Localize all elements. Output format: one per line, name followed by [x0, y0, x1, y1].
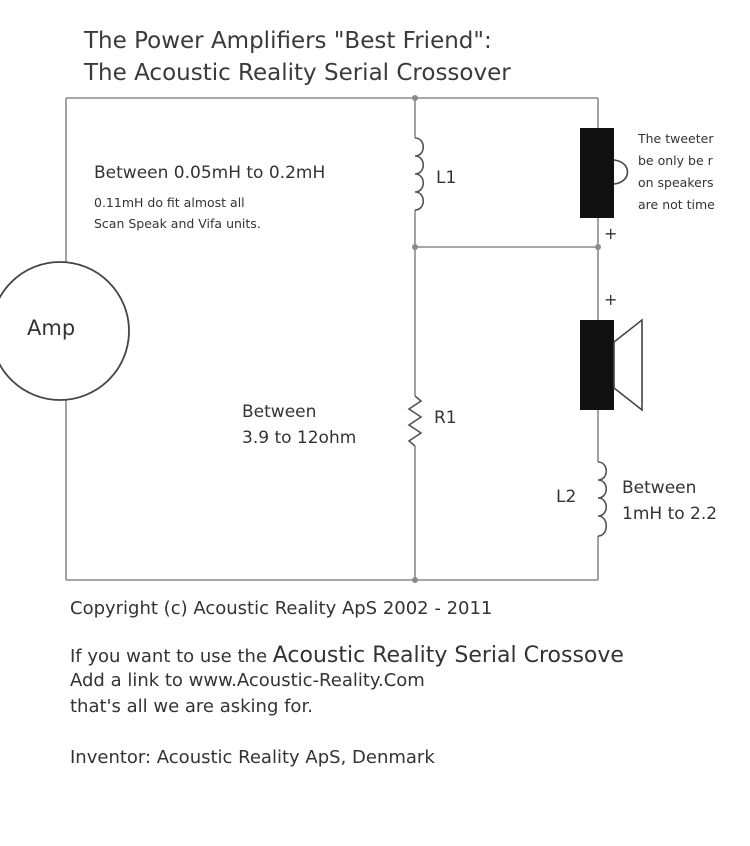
tweeter-note-line4: are not time [638, 197, 715, 212]
inductor-l1-symbol [414, 137, 425, 211]
tweeter-note-line2: be only be r [638, 153, 713, 168]
woofer-plus-sign: + [604, 290, 618, 309]
l1-hint-line2: Scan Speak and Vifa units. [94, 216, 261, 231]
r1-note-line2: 3.9 to 12ohm [242, 428, 357, 448]
tweeter-note-line1: The tweeter [638, 131, 714, 146]
tweeter-note-line3: on speakers [638, 175, 714, 190]
usage-prefix: If you want to use the [70, 646, 268, 667]
link-request-text: Add a link to www.Acoustic-Reality.Com [70, 670, 425, 691]
diagram-title-line1: The Power Amplifiers "Best Friend": [84, 28, 492, 54]
copyright-text: Copyright (c) Acoustic Reality ApS 2002 … [70, 598, 493, 619]
diagram-title-line2: The Acoustic Reality Serial Crossover [84, 60, 511, 86]
l1-range-note: Between 0.05mH to 0.2mH [94, 163, 326, 183]
inventor-text: Inventor: Acoustic Reality ApS, Denmark [70, 747, 435, 768]
usage-line: If you want to use the Acoustic Reality … [70, 643, 624, 668]
usage-product-name: Acoustic Reality Serial Crossove [272, 643, 624, 668]
l1-hint-line1: 0.11mH do fit almost all [94, 195, 245, 210]
inductor-l2-symbol [597, 461, 608, 537]
junction-dot-top [412, 95, 418, 101]
tweeter-driver [580, 128, 614, 218]
junction-dot-bottom [412, 577, 418, 583]
tweeter-plus-sign: + [604, 224, 618, 243]
l2-note-line2: 1mH to 2.2 [622, 504, 718, 524]
woofer-cone [613, 318, 643, 412]
r1-note-line1: Between [242, 402, 317, 422]
l2-label: L2 [556, 487, 577, 507]
woofer-driver [580, 320, 614, 410]
asking-text: that's all we are asking for. [70, 696, 313, 717]
amp-symbol [0, 261, 130, 401]
junction-dot-right [595, 244, 601, 250]
l2-note-line1: Between [622, 478, 697, 498]
junction-dot-mid [412, 244, 418, 250]
resistor-r1-symbol [407, 395, 423, 447]
l1-label: L1 [436, 168, 457, 188]
tweeter-dome [613, 159, 629, 185]
r1-label: R1 [434, 408, 457, 428]
amp-label: Amp [27, 316, 76, 340]
